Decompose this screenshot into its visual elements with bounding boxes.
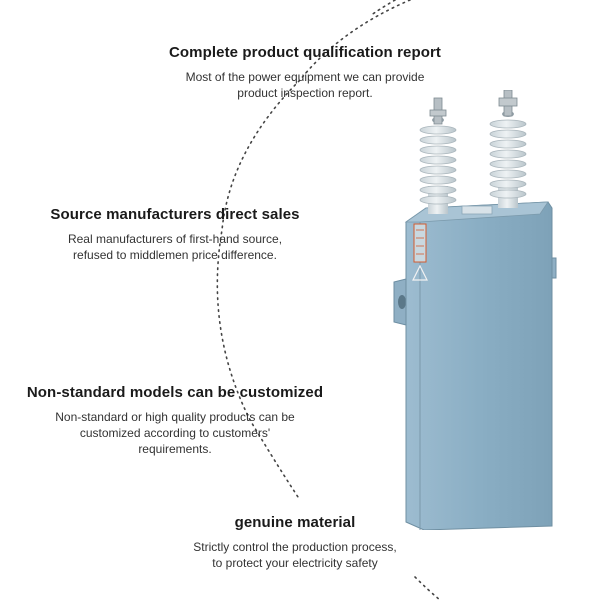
feature-title: genuine material: [234, 514, 356, 531]
capacitor-body: [404, 201, 553, 530]
capacitor-product-image: [393, 90, 557, 530]
feature-title: Non-standard models can be customized: [26, 384, 324, 401]
insulator-left: [419, 97, 457, 214]
feature-title: Source manufacturers direct sales: [50, 206, 300, 223]
feature-description: Non-standard or high quality products ca…: [55, 410, 295, 456]
insulator-right: [489, 90, 527, 208]
feature-description: Most of the power equipment we can provi…: [185, 70, 425, 100]
feature-genuine-material: genuine material Strictly control the pr…: [140, 514, 450, 571]
feature-description: Real manufacturers of first-hand source,…: [67, 232, 283, 262]
feature-qualification-report: Complete product qualification report Mo…: [140, 44, 470, 101]
feature-direct-sales: Source manufacturers direct sales Real m…: [20, 206, 330, 263]
feature-title: Complete product qualification report: [168, 44, 442, 61]
feature-description: Strictly control the production process,…: [193, 540, 397, 570]
feature-customized: Non-standard models can be customized No…: [10, 384, 340, 457]
